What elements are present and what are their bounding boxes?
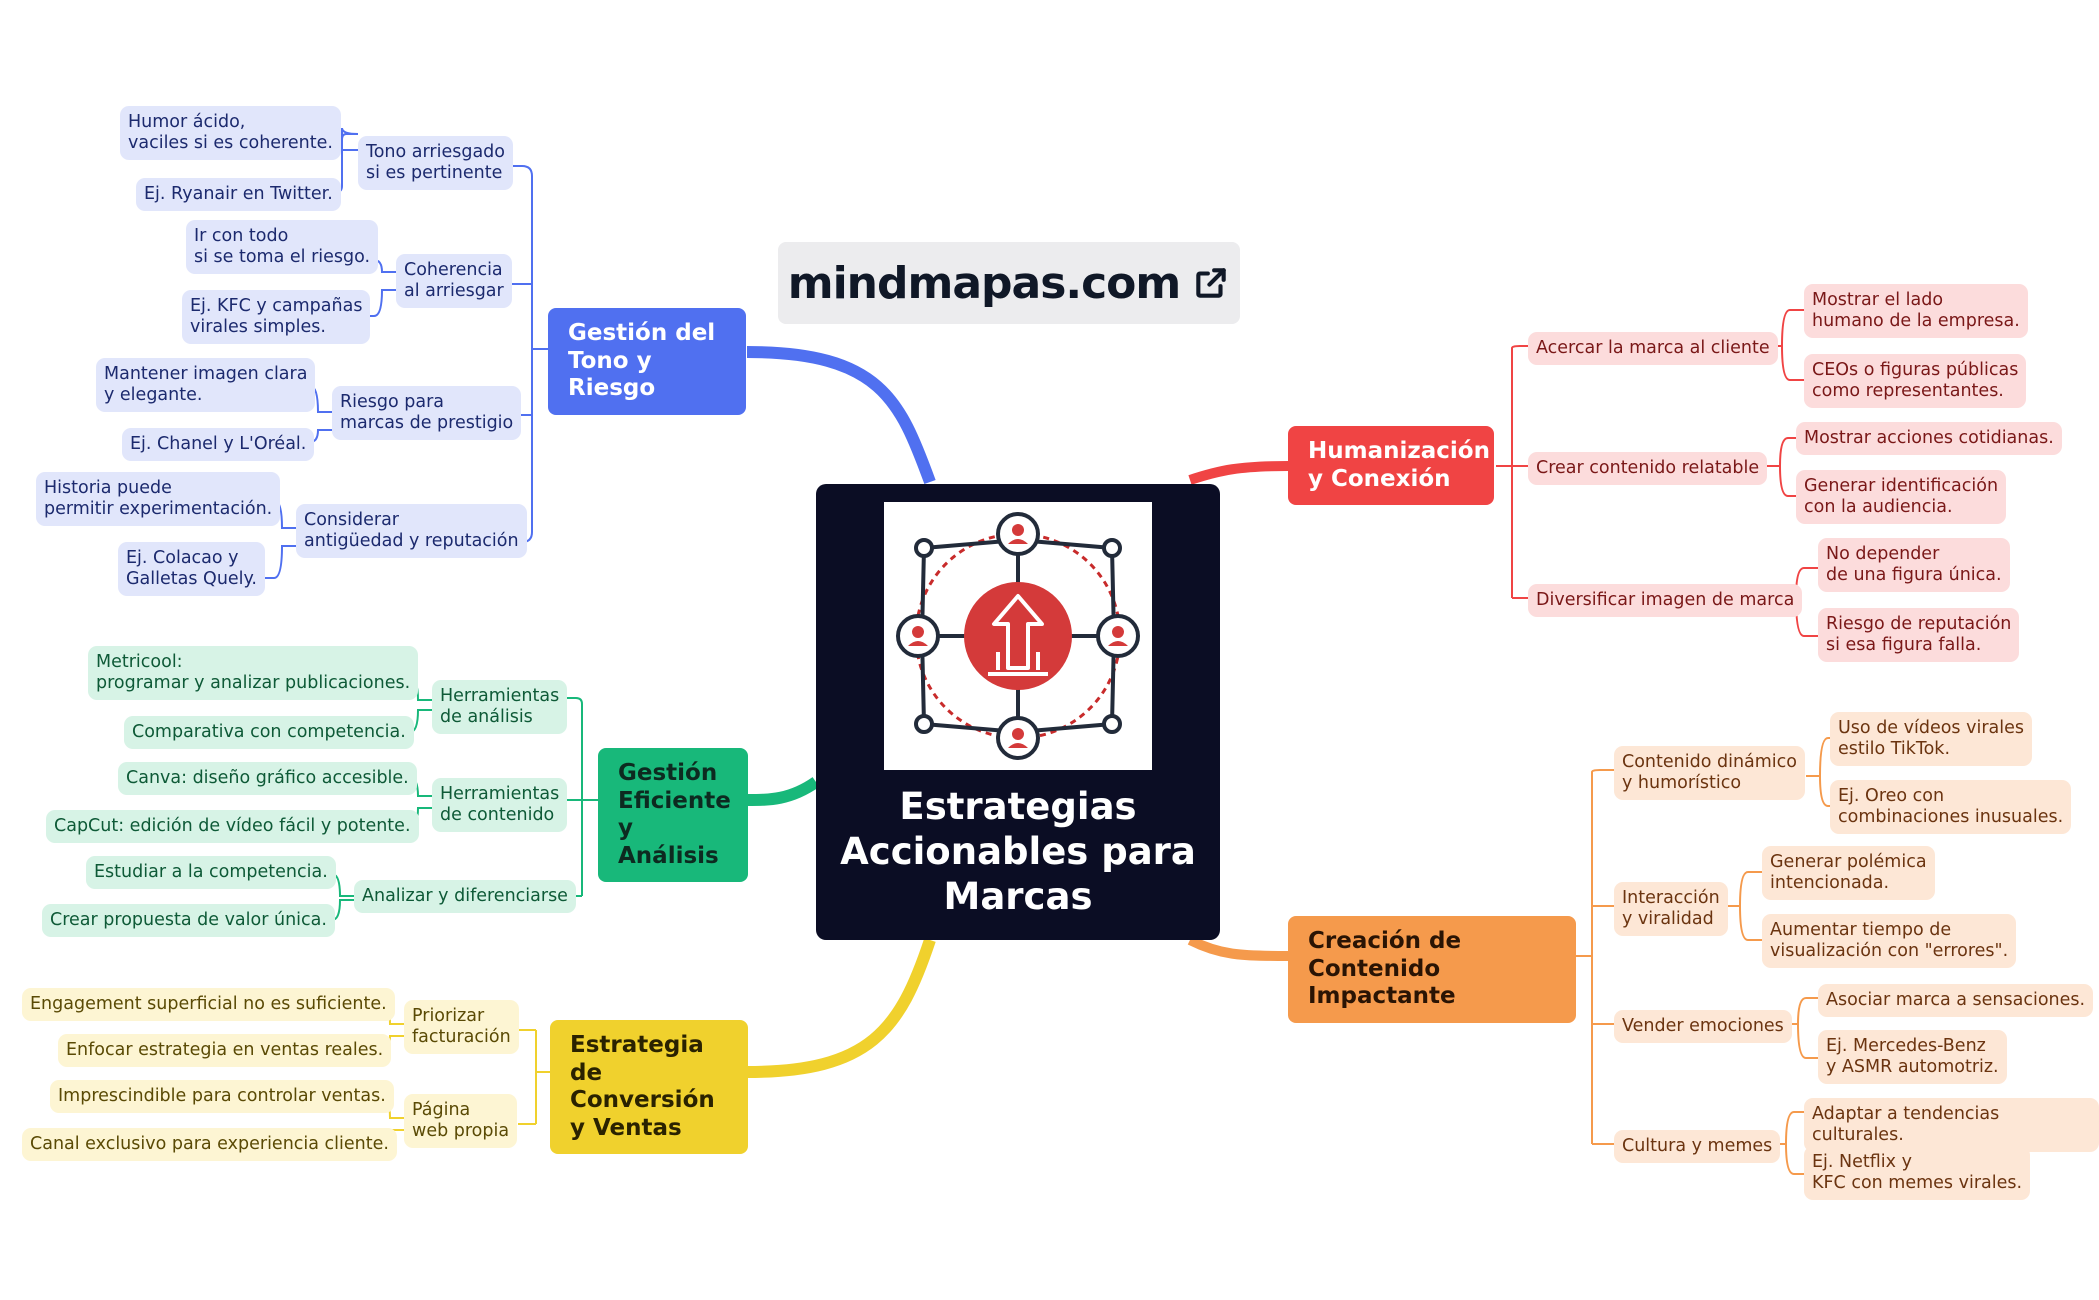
branch-tono-riesgo[interactable]: Gestión del Tono y Riesgo (548, 308, 746, 415)
leaf-propuesta-valor: Crear propuesta de valor única. (42, 904, 335, 937)
branch-humanizacion[interactable]: Humanización y Conexión (1288, 426, 1494, 506)
sub-priorizar-facturacion[interactable]: Priorizar facturación (404, 1000, 519, 1054)
network-growth-icon (884, 502, 1152, 770)
leaf-controlar-ventas: Imprescindible para controlar ventas. (50, 1080, 394, 1113)
branch-creacion-contenido[interactable]: Creación de Contenido Impactante (1288, 916, 1576, 1023)
brand-link[interactable]: mindmapas.com (778, 242, 1240, 324)
sub-herramientas-analisis[interactable]: Herramientas de análisis (432, 680, 568, 734)
leaf-metricool: Metricool: programar y analizar publicac… (88, 646, 419, 700)
leaf-acciones-cotidianas: Mostrar acciones cotidianas. (1796, 422, 2062, 455)
sub-contenido-relatable[interactable]: Crear contenido relatable (1528, 452, 1768, 485)
leaf-lado-humano: Mostrar el lado humano de la empresa. (1804, 284, 2028, 338)
leaf-polemica: Generar polémica intencionada. (1762, 846, 1935, 900)
leaf-historia: Historia puede permitir experimentación. (36, 472, 281, 526)
sub-pagina-web[interactable]: Página web propia (404, 1094, 518, 1148)
external-link-icon (1196, 268, 1226, 298)
leaf-oreo: Ej. Oreo con combinaciones inusuales. (1830, 780, 2072, 834)
leaf-canva: Canva: diseño gráfico accesible. (118, 762, 417, 795)
leaf-riesgo-reputacion: Riesgo de reputación si esa figura falla… (1818, 608, 2020, 662)
leaf-chanel: Ej. Chanel y L'Oréal. (122, 428, 315, 461)
leaf-canal-exclusivo: Canal exclusivo para experiencia cliente… (22, 1128, 397, 1161)
central-topic[interactable]: Estrategias Accionables para Marcas (816, 484, 1220, 940)
leaf-capcut: CapCut: edición de vídeo fácil y potente… (46, 810, 419, 843)
sub-antiguedad[interactable]: Considerar antigüedad y reputación (296, 504, 527, 558)
branch-conversion-ventas[interactable]: Estrategia de Conversión y Ventas (550, 1020, 748, 1155)
leaf-kfc: Ej. KFC y campañas virales simples. (182, 290, 371, 344)
leaf-humor-acido: Humor ácido, vaciles si es coherente. (120, 106, 341, 160)
sub-riesgo-prestigio[interactable]: Riesgo para marcas de prestigio (332, 386, 522, 440)
leaf-no-depender: No depender de una figura única. (1818, 538, 2010, 592)
central-title: Estrategias Accionables para Marcas (840, 785, 1196, 919)
leaf-ventas-reales: Enfocar estrategia en ventas reales. (58, 1034, 392, 1067)
sub-analizar-diferenciarse[interactable]: Analizar y diferenciarse (354, 880, 576, 913)
leaf-estudiar-competencia: Estudiar a la competencia. (86, 856, 336, 889)
leaf-tendencias: Adaptar a tendencias culturales. (1804, 1098, 2099, 1152)
sub-diversificar-imagen[interactable]: Diversificar imagen de marca (1528, 584, 1803, 617)
leaf-engagement: Engagement superficial no es suficiente. (22, 988, 395, 1021)
leaf-ceos: CEOs o figuras públicas como representan… (1804, 354, 2027, 408)
leaf-ir-con-todo: Ir con todo si se toma el riesgo. (186, 220, 379, 274)
leaf-identificacion: Generar identificación con la audiencia. (1796, 470, 2007, 524)
branch-gestion-analisis[interactable]: Gestión Eficiente y Análisis (598, 748, 748, 883)
sub-herramientas-contenido[interactable]: Herramientas de contenido (432, 778, 568, 832)
leaf-netflix-kfc: Ej. Netflix y KFC con memes virales. (1804, 1146, 2031, 1200)
sub-tono-arriesgado[interactable]: Tono arriesgado si es pertinente (358, 136, 513, 190)
leaf-tiempo-visualizacion: Aumentar tiempo de visualización con "er… (1762, 914, 2017, 968)
leaf-colacao: Ej. Colacao y Galletas Quely. (118, 542, 265, 596)
leaf-ryanair: Ej. Ryanair en Twitter. (136, 178, 341, 211)
sub-cultura-memes[interactable]: Cultura y memes (1614, 1130, 1781, 1163)
sub-acercar-marca[interactable]: Acercar la marca al cliente (1528, 332, 1778, 365)
leaf-comparativa: Comparativa con competencia. (124, 716, 414, 749)
leaf-mercedes: Ej. Mercedes-Benz y ASMR automotriz. (1818, 1030, 2007, 1084)
sub-vender-emociones[interactable]: Vender emociones (1614, 1010, 1792, 1043)
leaf-sensaciones: Asociar marca a sensaciones. (1818, 984, 2094, 1017)
sub-coherencia[interactable]: Coherencia al arriesgar (396, 254, 512, 308)
sub-contenido-dinamico[interactable]: Contenido dinámico y humorístico (1614, 746, 1805, 800)
brand-text: mindmapas.com (787, 257, 1182, 309)
leaf-imagen-clara: Mantener imagen clara y elegante. (96, 358, 316, 412)
sub-interaccion-viralidad[interactable]: Interacción y viralidad (1614, 882, 1728, 936)
leaf-videos-virales: Uso de vídeos virales estilo TikTok. (1830, 712, 2032, 766)
